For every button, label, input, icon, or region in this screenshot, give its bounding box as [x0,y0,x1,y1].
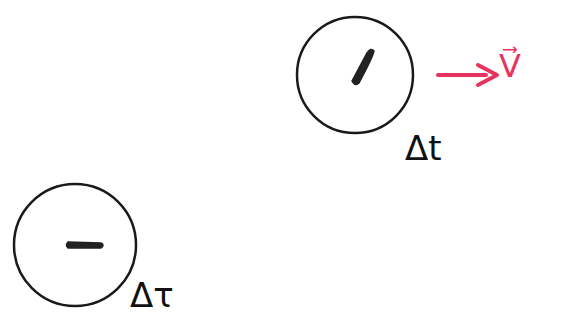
clock-circle: Δt [295,15,415,135]
clock-hand [352,49,374,84]
clock-face [14,184,136,306]
clock-hand [67,242,104,248]
clock-outline [295,15,415,135]
time-label: Δτ [130,276,174,315]
arrow-shaft [438,73,486,77]
clock-face [297,17,413,133]
clock-circle: Δτ [12,182,138,308]
velocity-label: V⃗ [499,48,521,85]
time-label: Δt [405,129,442,168]
arrow-head [478,65,497,85]
clock-outline [12,182,138,308]
